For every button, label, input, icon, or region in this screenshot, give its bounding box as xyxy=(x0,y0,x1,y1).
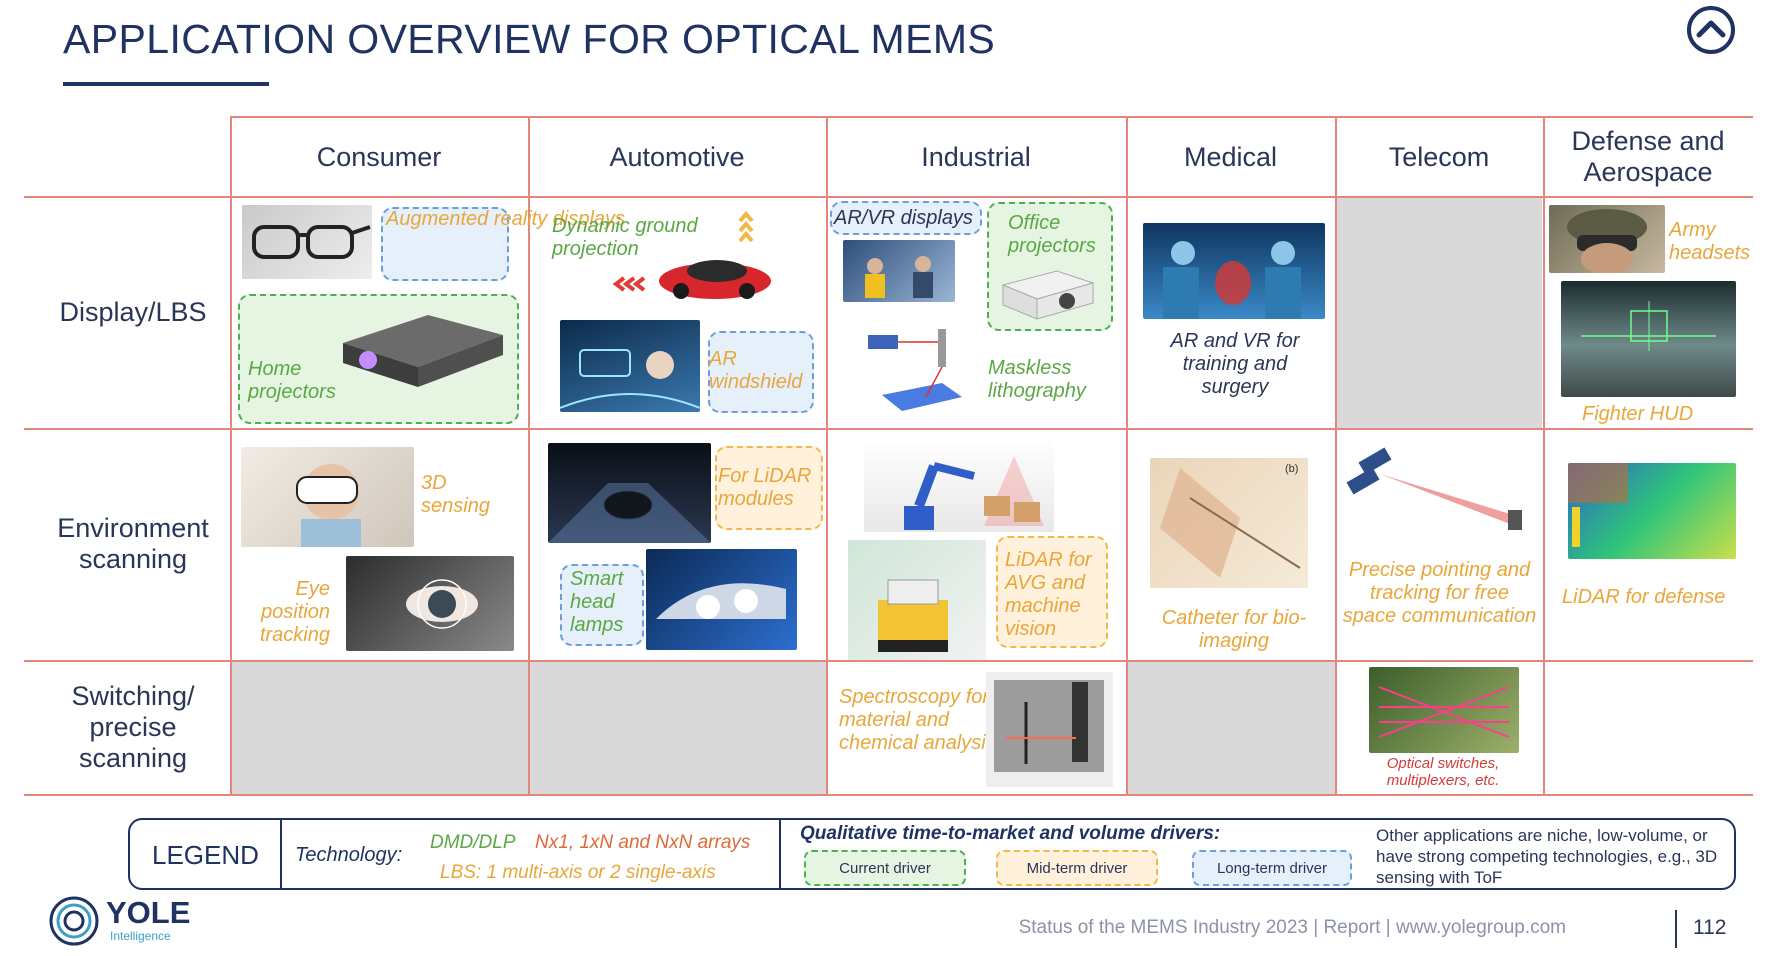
label-smart-head-lamps: Smart head lamps xyxy=(570,568,624,636)
grid-line xyxy=(24,794,1753,796)
legend-title: LEGEND xyxy=(152,840,259,870)
red-car-image xyxy=(655,245,775,305)
optical-switch-image xyxy=(1369,667,1519,753)
ar-glasses-image xyxy=(242,205,372,279)
headlamp-image xyxy=(646,549,797,650)
label-for-lidar-modules: For LiDAR modules xyxy=(718,465,812,510)
page-number: 112 xyxy=(1693,916,1727,939)
vr-workers-image xyxy=(843,240,955,302)
column-header-medical: Medical xyxy=(1183,141,1278,172)
label-ar-windshield: AR windshield xyxy=(709,348,803,393)
empty-cell-medical-switch xyxy=(1126,660,1335,794)
empty-cell-consumer-switch xyxy=(230,660,528,794)
label-free-space-communication: Precise pointing and tracking for free s… xyxy=(1342,559,1537,627)
satellite-laser-image xyxy=(1340,444,1540,544)
row-header-environment: Environment scanning xyxy=(57,513,209,574)
yole-chevron-icon xyxy=(1687,6,1735,54)
lidar-road-image xyxy=(548,443,711,543)
column-header-defense: Defense and Aerospace xyxy=(1571,126,1725,187)
label-fighter-hud: Fighter HUD xyxy=(1582,403,1694,425)
interferometer-chip-image xyxy=(986,672,1113,787)
legend-lbs: LBS: 1 multi-axis or 2 single-axis xyxy=(440,862,716,883)
empty-cell-telecom-display xyxy=(1335,197,1542,428)
army-headset-image xyxy=(1549,205,1665,273)
label-dynamic-ground-projection: Dynamic ground projection xyxy=(552,215,698,260)
yole-logo-icon xyxy=(49,896,99,946)
office-projector-image xyxy=(997,265,1097,323)
label-office-projectors: Office projectors xyxy=(1008,212,1096,257)
footer-separator xyxy=(1675,910,1677,948)
label-army-headsets: Army headsets xyxy=(1669,219,1751,264)
label-home-projectors: Home projectors xyxy=(248,358,336,403)
grid-line xyxy=(24,196,1753,198)
footer-source: Status of the MEMS Industry 2023 | Repor… xyxy=(1018,917,1566,938)
chevrons-up-icon xyxy=(738,210,754,243)
row-header-switching: Switching/ precise scanning xyxy=(71,680,195,773)
title-underline xyxy=(63,82,269,86)
grid-line xyxy=(826,116,828,794)
blue-box xyxy=(708,331,814,413)
grid-line xyxy=(528,116,530,794)
legend-divider xyxy=(280,820,282,888)
label-lidar-agv: LiDAR for AVG and machine vision xyxy=(1005,549,1092,640)
grid-line xyxy=(1335,116,1337,794)
page-title: APPLICATION OVERVIEW FOR OPTICAL MEMS xyxy=(63,16,996,62)
legend-technology-label: Technology: xyxy=(295,844,403,866)
legend-arrays: Nx1, 1xN and NxN arrays xyxy=(535,832,751,853)
robot-arm-image xyxy=(864,436,1054,532)
column-header-automotive: Automotive xyxy=(609,141,745,172)
legend-box-long-term xyxy=(381,207,509,281)
blue-box xyxy=(560,564,644,646)
label-lidar-for-defense: LiDAR for defense xyxy=(1562,586,1726,608)
lidar-terrain-image xyxy=(1568,463,1736,559)
legend-dmd-dlp: DMD/DLP xyxy=(430,832,516,853)
legend-drivers-header: Qualitative time-to-market and volume dr… xyxy=(800,823,1221,844)
legend-divider xyxy=(779,820,781,888)
grid-line xyxy=(230,116,1753,118)
label-ar-vr-surgery: AR and VR for training and surgery xyxy=(1170,330,1300,398)
projector-image xyxy=(338,305,504,395)
fighter-hud-image xyxy=(1561,281,1736,397)
legend-current-driver: Current driver xyxy=(804,850,966,886)
lithography-diagram-image xyxy=(842,317,984,420)
orange-box xyxy=(715,446,823,530)
label-catheter-bio-imaging: Catheter for bio-imaging xyxy=(1161,607,1307,652)
chevrons-left-icon xyxy=(612,276,646,292)
legend-midterm-driver: Mid-term driver xyxy=(996,850,1158,886)
svg-text:(b): (b) xyxy=(1285,463,1298,475)
surgery-vr-image xyxy=(1143,223,1325,319)
label-optical-switches: Optical switches, multiplexers, etc. xyxy=(1386,755,1500,789)
row-header-display: Display/LBS xyxy=(59,296,207,327)
blue-box xyxy=(830,201,982,235)
catheter-diagram-image: (b) xyxy=(1150,458,1308,588)
label-3d-sensing: 3D sensing xyxy=(421,472,490,517)
empty-cell-automotive-switch xyxy=(528,660,826,794)
eye-tracking-image xyxy=(346,556,514,651)
grid-line xyxy=(24,428,1753,430)
grid-line xyxy=(230,116,232,794)
legend-note: Other applications are niche, low-volume… xyxy=(1376,826,1718,887)
grid-line xyxy=(24,660,1753,662)
label-eye-position-tracking: Eye position tracking xyxy=(259,578,330,646)
grid-line xyxy=(1126,116,1128,794)
orange-box xyxy=(996,536,1108,648)
label-spectroscopy: Spectroscopy for material and chemical a… xyxy=(839,686,996,754)
yole-logo-sub: Intelligence xyxy=(110,929,171,943)
column-header-industrial: Industrial xyxy=(921,141,1031,172)
grid-line xyxy=(1543,116,1545,794)
column-header-telecom: Telecom xyxy=(1388,141,1490,172)
agv-image xyxy=(848,540,986,660)
vr-headset-user-image xyxy=(241,447,414,547)
yole-logo-name: YOLE xyxy=(106,895,191,930)
legend-longterm-driver: Long-term driver xyxy=(1192,850,1352,886)
column-header-consumer: Consumer xyxy=(316,141,442,172)
label-ar-vr-displays: AR/VR displays xyxy=(834,207,973,229)
label-ar-displays: Augmented reality displays xyxy=(386,208,626,230)
label-maskless-lithography: Maskless lithography xyxy=(988,357,1086,402)
legend-box: LEGEND Technology: DMD/DLP Nx1, 1xN and … xyxy=(128,818,1736,890)
ar-windshield-image xyxy=(560,320,700,412)
